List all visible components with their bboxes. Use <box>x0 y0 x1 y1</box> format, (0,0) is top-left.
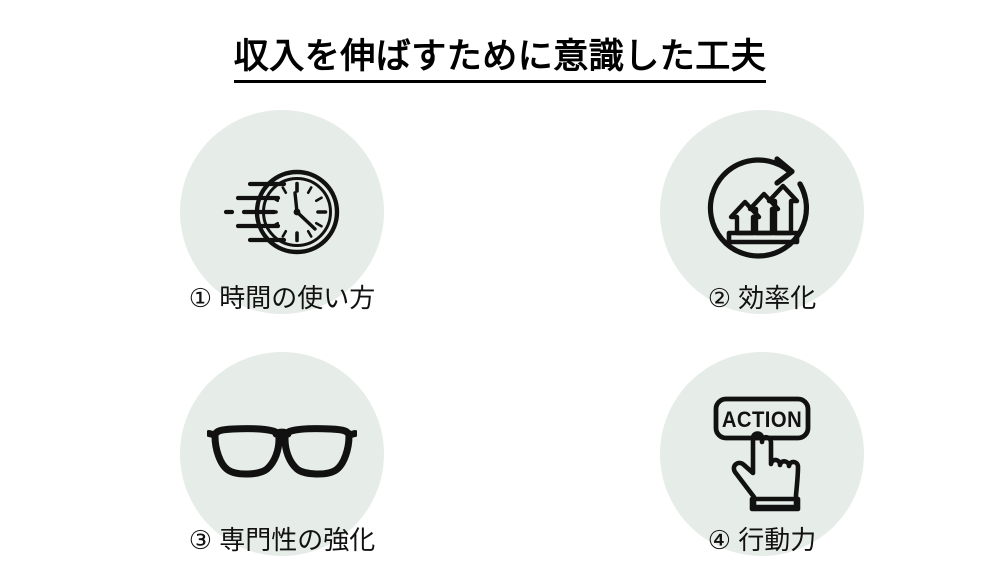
circle-background-1 <box>180 110 384 314</box>
grid-item-1[interactable]: ① 時間の使い方 <box>117 110 447 336</box>
grid-item-2-caption: ② 効率化 <box>707 283 817 313</box>
action-button-text: ACTION <box>722 408 802 432</box>
items-grid: ① 時間の使い方 <box>0 110 1000 562</box>
grid-item-4[interactable]: ACTION ④ 行動力 <box>597 352 927 578</box>
slide-canvas: 収入を伸ばすために意識した工夫 <box>0 36 1000 562</box>
eyeglasses-icon <box>180 352 384 556</box>
circle-background-4 <box>660 352 864 556</box>
circle-background-3 <box>180 352 384 556</box>
growth-arrows-cycle-icon <box>660 110 864 314</box>
grid-item-1-caption: ① 時間の使い方 <box>188 283 376 313</box>
action-button-hand-icon: ACTION <box>660 352 864 556</box>
page-title: 収入を伸ばすために意識した工夫 <box>233 36 767 84</box>
speed-clock-icon <box>180 110 384 314</box>
grid-item-3[interactable]: ③ 専門性の強化 <box>117 352 447 578</box>
circle-background-2 <box>660 110 864 314</box>
grid-item-3-caption: ③ 専門性の強化 <box>188 525 376 555</box>
grid-item-2[interactable]: ② 効率化 <box>597 110 927 336</box>
page-title-container: 収入を伸ばすために意識した工夫 <box>0 36 1000 84</box>
grid-item-4-caption: ④ 行動力 <box>707 525 817 555</box>
